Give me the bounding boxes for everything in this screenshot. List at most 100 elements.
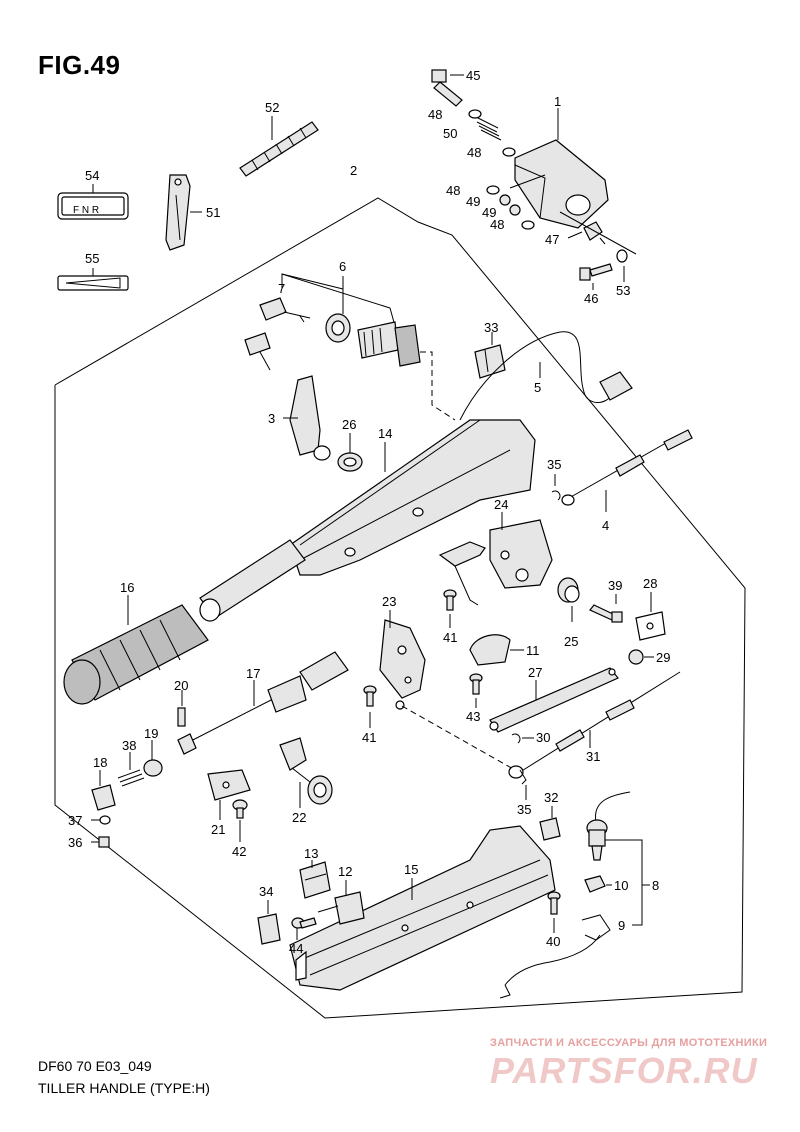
- part-30-clip[interactable]: [511, 733, 521, 744]
- part-8-stop-switch[interactable]: [586, 791, 631, 861]
- part-1-bracket[interactable]: [514, 139, 609, 229]
- callout-44[interactable]: 44: [289, 941, 303, 956]
- callout-49b[interactable]: 49: [482, 205, 496, 220]
- callout-26[interactable]: 26: [342, 417, 356, 432]
- callout-27[interactable]: 27: [528, 665, 542, 680]
- part-6-nut[interactable]: [325, 313, 351, 343]
- callout-34[interactable]: 34: [259, 884, 273, 899]
- callout-28[interactable]: 28: [643, 576, 657, 591]
- part-33-grommet[interactable]: [474, 344, 506, 379]
- callout-11[interactable]: 11: [526, 643, 540, 658]
- callout-30[interactable]: 30: [536, 730, 550, 745]
- part-52-grip[interactable]: [239, 121, 319, 177]
- part-35-clip[interactable]: [551, 490, 561, 501]
- callout-33[interactable]: 33: [484, 320, 498, 335]
- part-39-bolt[interactable]: [589, 604, 623, 623]
- callout-15[interactable]: 15: [404, 862, 418, 877]
- part-18-holder[interactable]: [91, 784, 116, 811]
- callout-24[interactable]: 24: [494, 497, 508, 512]
- part-50-spring[interactable]: [476, 117, 502, 141]
- part-42-screw[interactable]: [232, 799, 248, 819]
- part-41-bolt[interactable]: [443, 589, 457, 611]
- callout-20[interactable]: 20: [174, 678, 188, 693]
- callout-48b[interactable]: 48: [467, 145, 481, 160]
- part-13-clip[interactable]: [299, 861, 331, 899]
- callout-45[interactable]: 45: [466, 68, 480, 83]
- part-7-key[interactable]: [244, 297, 311, 371]
- part-41-bolt[interactable]: [363, 685, 377, 707]
- part-48-washer[interactable]: [502, 147, 516, 157]
- part-24-throttle-assembly[interactable]: [438, 519, 553, 606]
- callout-38[interactable]: 38: [122, 738, 136, 753]
- part-26-clip[interactable]: [337, 452, 363, 472]
- part-22-clamp[interactable]: [279, 737, 333, 805]
- part-45-bolt[interactable]: [431, 69, 463, 107]
- callout-17[interactable]: 17: [246, 666, 260, 681]
- callout-9[interactable]: 9: [618, 918, 625, 933]
- part-47-nut[interactable]: [583, 221, 603, 241]
- callout-13[interactable]: 13: [304, 846, 318, 861]
- callout-32[interactable]: 32: [544, 790, 558, 805]
- part-11-knob[interactable]: [469, 634, 524, 666]
- part-27-arm[interactable]: [489, 667, 619, 733]
- part-53-washer[interactable]: [616, 249, 628, 263]
- part-49-bushing[interactable]: [499, 194, 511, 206]
- part-16-grip[interactable]: [63, 539, 306, 705]
- part-4-cable[interactable]: [561, 429, 693, 506]
- part-21-clamp[interactable]: [207, 769, 251, 801]
- part-54-decal[interactable]: F N R: [57, 192, 129, 220]
- part-35-clip[interactable]: [519, 769, 527, 785]
- callout-48c[interactable]: 48: [446, 183, 460, 198]
- part-36-screw[interactable]: [98, 836, 110, 848]
- part-5-cable[interactable]: [459, 331, 633, 421]
- callout-48d[interactable]: 48: [490, 217, 504, 232]
- callout-46[interactable]: 46: [584, 291, 598, 306]
- callout-43[interactable]: 43: [466, 709, 480, 724]
- callout-50[interactable]: 50: [443, 126, 457, 141]
- part-48-washer[interactable]: [521, 220, 535, 230]
- part-12-connector[interactable]: [317, 891, 365, 925]
- part-51-bracket[interactable]: [165, 174, 191, 251]
- callout-35a[interactable]: 35: [547, 457, 561, 472]
- callout-3[interactable]: 3: [268, 411, 275, 426]
- callout-48a[interactable]: 48: [428, 107, 442, 122]
- callout-55[interactable]: 55: [85, 251, 99, 266]
- callout-42[interactable]: 42: [232, 844, 246, 859]
- callout-37[interactable]: 37: [68, 813, 82, 828]
- part-23-bracket[interactable]: [379, 619, 426, 710]
- part-3-lever[interactable]: [289, 375, 331, 461]
- callout-16[interactable]: 16: [120, 580, 134, 595]
- callout-10[interactable]: 10: [614, 878, 628, 893]
- callout-25[interactable]: 25: [564, 634, 578, 649]
- part-32-clip[interactable]: [539, 817, 561, 841]
- callout-5[interactable]: 5: [534, 380, 541, 395]
- callout-35b[interactable]: 35: [517, 802, 531, 817]
- part-9-lanyard[interactable]: [499, 914, 611, 999]
- callout-31[interactable]: 31: [586, 749, 600, 764]
- part-19-collar[interactable]: [143, 759, 163, 777]
- part-46-bolt[interactable]: [579, 263, 613, 281]
- part-44-screw[interactable]: [291, 917, 317, 929]
- part-48-washer[interactable]: [468, 109, 482, 119]
- callout-14[interactable]: 14: [378, 426, 392, 441]
- part-48-washer[interactable]: [486, 185, 500, 195]
- callout-18[interactable]: 18: [93, 755, 107, 770]
- callout-21[interactable]: 21: [211, 822, 225, 837]
- callout-12[interactable]: 12: [338, 864, 352, 879]
- ignition-switch[interactable]: [357, 321, 421, 367]
- callout-41b[interactable]: 41: [362, 730, 376, 745]
- callout-54[interactable]: 54: [85, 168, 99, 183]
- callout-49a[interactable]: 49: [466, 194, 480, 209]
- part-31-cable[interactable]: [508, 671, 681, 779]
- part-55-decal[interactable]: [57, 275, 129, 291]
- part-28-plate[interactable]: [635, 611, 666, 641]
- callout-39[interactable]: 39: [608, 578, 622, 593]
- callout-1[interactable]: 1: [554, 94, 561, 109]
- callout-51[interactable]: 51: [206, 205, 220, 220]
- part-34-clip[interactable]: [257, 913, 281, 945]
- callout-19[interactable]: 19: [144, 726, 158, 741]
- part-15-handle-bracket[interactable]: [289, 825, 556, 991]
- part-43-bolt[interactable]: [469, 673, 483, 695]
- callout-52[interactable]: 52: [265, 100, 279, 115]
- part-37-washer[interactable]: [99, 815, 111, 825]
